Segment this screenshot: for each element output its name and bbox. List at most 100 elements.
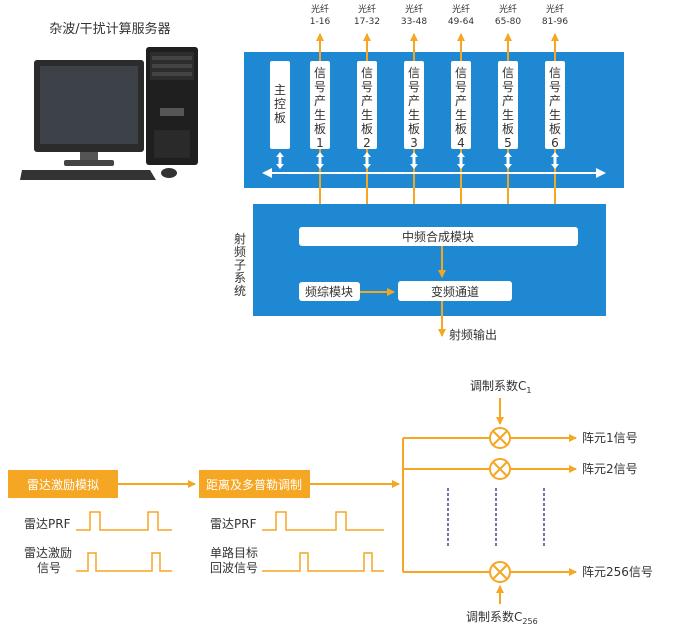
output-label-1: 阵元1信号: [582, 431, 638, 445]
bus-connector-0: [276, 152, 284, 169]
signal-board-5-char: 信: [502, 66, 514, 80]
signal-board-3-char: 生: [408, 108, 420, 122]
signal-board-4-char: 产: [455, 94, 467, 108]
synth-label: 频综模块: [305, 285, 353, 299]
bus-connector-5: [504, 152, 512, 169]
main-control-board: [270, 61, 290, 149]
rf-output-label: 射频输出: [449, 327, 497, 342]
stim-signal-wave: [76, 552, 172, 572]
signal-board-6-char: 号: [549, 80, 561, 94]
signal-board-2: [357, 61, 377, 149]
range-doppler-label: 距离及多普勒调制: [206, 477, 302, 492]
multiplier-256-icon: [489, 561, 511, 583]
signal-board-1: [310, 61, 330, 149]
signal-board-1-char: 1: [316, 136, 324, 150]
if-combine-module: [299, 227, 578, 246]
synth-module: [299, 282, 360, 301]
radar-prf-right-label: 雷达PRF: [210, 517, 257, 531]
output-label-256: 阵元256信号: [582, 565, 653, 579]
main-board-label-1: 主: [274, 83, 286, 97]
fiber-range-5: 65-80: [495, 17, 521, 27]
bus-connector-4: [457, 152, 465, 169]
computer-icon: [20, 47, 198, 180]
fiber-range-3: 33-48: [401, 17, 427, 27]
signal-board-1-char: 号: [314, 80, 326, 94]
signal-board-2-char: 2: [363, 136, 371, 150]
computer-label: 杂波/干扰计算服务器: [49, 21, 170, 37]
signal-board-3-char: 板: [408, 122, 420, 136]
signal-board-1-char: 信: [314, 66, 326, 80]
radar-prf-left-label: 雷达PRF: [24, 517, 71, 531]
signal-board-4-char: 4: [457, 136, 465, 150]
bus-connector-6: [551, 152, 559, 169]
signal-board-1-char: 生: [314, 108, 326, 122]
signal-board-3-char: 号: [408, 80, 420, 94]
fiber-label-5: 光纤: [499, 3, 517, 15]
fiber-range-6: 81-96: [542, 17, 568, 27]
range-doppler-box: [199, 470, 310, 498]
stim-signal-label-1: 雷达激励: [24, 546, 72, 560]
signal-board-6-char: 信: [549, 66, 561, 80]
signal-board-5-char: 板: [502, 122, 514, 136]
signal-board-5-char: 号: [502, 80, 514, 94]
signal-board-3: [404, 61, 424, 149]
rf-subsystem-label-char: 子: [234, 258, 246, 272]
signal-board-3-char: 产: [408, 94, 420, 108]
signal-board-2-char: 板: [361, 122, 373, 136]
fiber-label-4: 光纤: [452, 3, 470, 15]
coef-top-label: 调制系数C1: [470, 378, 531, 395]
signal-board-6-char: 板: [549, 122, 561, 136]
signal-chassis: [244, 52, 624, 188]
fiber-range-4: 49-64: [448, 17, 474, 27]
radar-stim-label: 雷达激励模拟: [27, 478, 99, 492]
signal-board-5: [498, 61, 518, 149]
stim-signal-label-2: 信号: [37, 561, 61, 575]
main-board-label-2: 控: [274, 97, 286, 111]
signal-board-6-char: 产: [549, 94, 561, 108]
output-label-2: 阵元2信号: [582, 462, 638, 476]
fiber-label-1: 光纤: [311, 3, 329, 15]
signal-board-4-char: 生: [455, 108, 467, 122]
signal-board-1-char: 板: [314, 122, 326, 136]
multiplier-2-icon: [489, 458, 511, 480]
signal-board-2-char: 生: [361, 108, 373, 122]
rf-subsystem-label-char: 射: [234, 231, 246, 246]
echo-label-2: 回波信号: [210, 561, 258, 575]
signal-board-4-char: 板: [455, 122, 467, 136]
signal-board-6-char: 6: [551, 136, 559, 150]
rf-subsystem-label-char: 系: [234, 271, 246, 285]
signal-board-5-char: 生: [502, 108, 514, 122]
conversion-label: 变频通道: [431, 284, 479, 299]
rf-subsystem-label-char: 统: [234, 284, 246, 298]
radar-prf-right-wave: [262, 511, 384, 531]
signal-board-2-char: 信: [361, 66, 373, 80]
fiber-range-1: 1-16: [310, 17, 331, 27]
fiber-label-2: 光纤: [358, 3, 376, 15]
echo-wave: [262, 552, 384, 572]
signal-board-1-char: 产: [314, 94, 326, 108]
signal-board-6: [545, 61, 565, 149]
signal-board-2-char: 产: [361, 94, 373, 108]
if-combine-label: 中频合成模块: [402, 229, 474, 244]
signal-board-3-char: 信: [408, 66, 420, 80]
echo-label-1: 单路目标: [210, 545, 258, 560]
signal-board-5-char: 5: [504, 136, 512, 150]
signal-board-3-char: 3: [410, 136, 418, 150]
radar-stim-box: [8, 470, 118, 498]
bus-connector-2: [363, 152, 371, 169]
signal-board-6-char: 生: [549, 108, 561, 122]
fiber-range-2: 17-32: [354, 17, 380, 27]
bus-connector-1: [316, 152, 324, 169]
bus-connector-3: [410, 152, 418, 169]
fiber-label-6: 光纤: [546, 3, 564, 15]
fiber-label-3: 光纤: [405, 3, 423, 15]
signal-board-4-char: 信: [455, 66, 467, 80]
signal-board-4: [451, 61, 471, 149]
rf-subsystem-label-char: 频: [234, 245, 246, 259]
signal-board-5-char: 产: [502, 94, 514, 108]
signal-board-4-char: 号: [455, 80, 467, 94]
conversion-channel: [398, 281, 512, 301]
main-board-label-3: 板: [274, 111, 286, 125]
signal-board-2-char: 号: [361, 80, 373, 94]
